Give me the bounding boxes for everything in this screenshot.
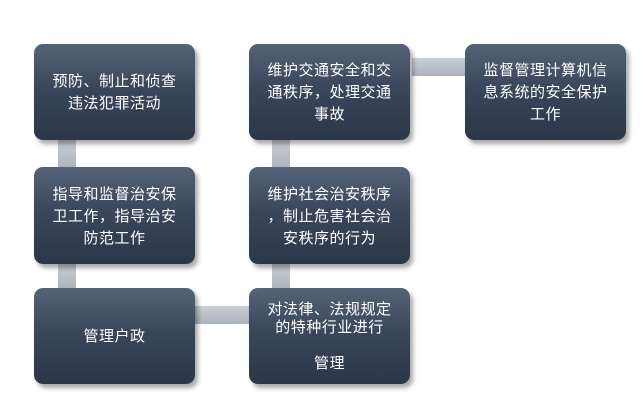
connector-prevent-guide xyxy=(58,138,76,170)
node-prevent-crime: 预防、制止和侦查 违法犯罪活动 xyxy=(34,44,195,140)
node-social-order-label: 维护社会治安秩序 ，制止危害社会治 安秩序的行为 xyxy=(267,184,392,247)
node-traffic-order-label: 维护交通安全和交 通秩序，处理交通 事故 xyxy=(267,61,392,123)
node-guide-security-label: 指导和监督治安保 卫工作，指导治安 防范工作 xyxy=(52,184,177,247)
node-prevent-crime-label: 预防、制止和侦查 违法犯罪活动 xyxy=(52,72,177,112)
connector-guide-household xyxy=(58,262,76,290)
node-guide-security: 指导和监督治安保 卫工作，指导治安 防范工作 xyxy=(34,167,195,264)
node-special-industry-label: 对法律、法规规定 的特种行业进行 管理 xyxy=(267,300,392,372)
node-household-admin: 管理户政 xyxy=(34,288,195,384)
node-computer-security-label: 监督管理计算机信 息系统的安全保护 工作 xyxy=(483,61,608,123)
node-social-order: 维护社会治安秩序 ，制止危害社会治 安秩序的行为 xyxy=(249,167,410,264)
node-special-industry: 对法律、法规规定 的特种行业进行 管理 xyxy=(249,288,410,384)
node-traffic-order: 维护交通安全和交 通秩序，处理交通 事故 xyxy=(249,44,410,140)
connector-special-social xyxy=(272,262,290,290)
connector-traffic-computer xyxy=(412,58,468,76)
connector-social-traffic xyxy=(272,138,290,170)
node-household-admin-label: 管理户政 xyxy=(83,327,146,345)
connector-household-special xyxy=(195,306,253,324)
node-computer-security: 监督管理计算机信 息系统的安全保护 工作 xyxy=(465,44,626,140)
